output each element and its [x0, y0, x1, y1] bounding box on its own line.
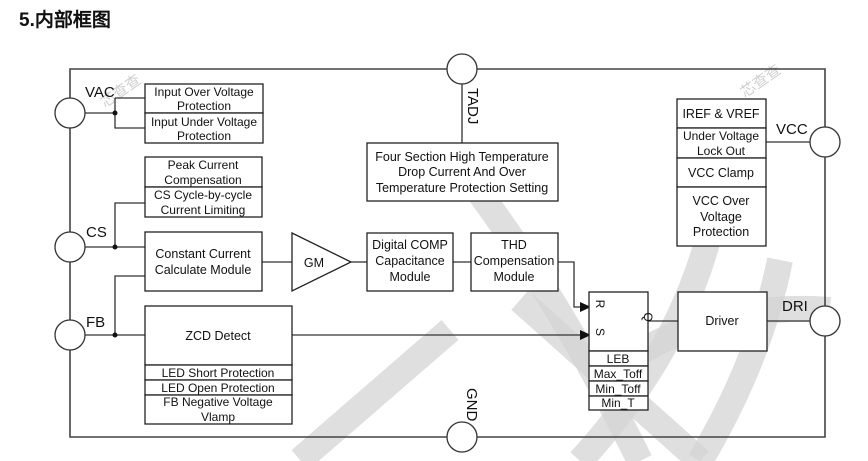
arrow-r-icon [580, 302, 591, 312]
svg-text:Under Voltage: Under Voltage [683, 129, 759, 143]
section-title: 5.内部框图 [19, 10, 111, 31]
flipflop-r-label: R [593, 300, 607, 309]
max-toff-block: Max_Toff [588, 365, 649, 382]
wires [85, 83, 812, 336]
peak-current-compensation-block: Peak Current Compensation [144, 156, 263, 188]
svg-text:Module: Module [390, 270, 431, 284]
svg-text:Protection: Protection [177, 99, 231, 113]
junction-dot [112, 110, 118, 116]
svg-text:IREF & VREF: IREF & VREF [682, 107, 759, 121]
input-ovp-block: Input Over Voltage Protection [144, 83, 264, 114]
pin-dri[interactable]: DRI [782, 298, 841, 337]
svg-text:LEB: LEB [607, 352, 630, 366]
pin-cs[interactable]: CS [54, 224, 107, 263]
svg-text:Lock Out: Lock Out [697, 144, 746, 158]
watermark-text-2: 芯查查 [737, 61, 784, 102]
svg-text:Voltage: Voltage [700, 210, 742, 224]
svg-text:CS Cycle-by-cycle: CS Cycle-by-cycle [154, 188, 252, 202]
digital-comp-block: Digital COMP Capacitance Module [366, 232, 454, 292]
svg-text:Driver: Driver [705, 314, 738, 328]
vcc-ovp-block: VCC Over Voltage Protection [676, 186, 767, 247]
svg-text:Protection: Protection [693, 225, 749, 239]
junction-dot [112, 332, 118, 338]
svg-text:Drop Current And Over: Drop Current And Over [398, 165, 526, 179]
uvlo-block: Under Voltage Lock Out [676, 127, 767, 159]
flipflop-s-label: S [593, 328, 607, 336]
rs-flipflop: R S Q [588, 291, 655, 352]
vcc-clamp-block: VCC Clamp [676, 157, 767, 188]
pin-fb[interactable]: FB [54, 314, 105, 351]
svg-text:LED Open Protection: LED Open Protection [161, 381, 274, 395]
svg-text:VCC Over: VCC Over [693, 194, 750, 208]
svg-text:THD: THD [501, 238, 527, 252]
svg-text:Current Limiting: Current Limiting [161, 203, 246, 217]
svg-text:Four Section High Temperature: Four Section High Temperature [375, 150, 549, 164]
driver-block: Driver [677, 291, 768, 352]
chip-outline [69, 68, 826, 438]
constant-current-block: Constant Current Calculate Module [144, 231, 263, 292]
svg-text:Min_T: Min_T [601, 396, 635, 410]
svg-text:Input Over Voltage: Input Over Voltage [154, 85, 254, 99]
svg-text:Temperature Protection Setting: Temperature Protection Setting [376, 181, 548, 195]
svg-text:Capacitance: Capacitance [375, 254, 445, 268]
led-open-protection-block: LED Open Protection [144, 379, 293, 396]
input-uvp-block: Input Under Voltage Protection [144, 112, 264, 144]
svg-text:Constant Current: Constant Current [155, 247, 251, 261]
svg-text:Digital COMP: Digital COMP [372, 238, 448, 252]
svg-text:VCC Clamp: VCC Clamp [688, 166, 754, 180]
iref-vref-block: IREF & VREF [676, 98, 767, 129]
svg-text:Module: Module [494, 270, 535, 284]
pin-label-vac: VAC [85, 84, 115, 101]
svg-text:Max_Toff: Max_Toff [594, 367, 643, 381]
pin-label-tadj: TADJ [464, 88, 481, 124]
arrow-s-icon [580, 330, 591, 340]
svg-text:Peak Current: Peak Current [168, 158, 239, 172]
gm-amplifier: GM [291, 231, 353, 293]
pin-label-gnd: GND [463, 388, 480, 422]
junction-dot [112, 244, 118, 250]
svg-text:Min_Toff: Min_Toff [595, 382, 641, 396]
svg-text:ZCD Detect: ZCD Detect [185, 329, 251, 343]
leb-block: LEB [588, 350, 649, 367]
min-toff-block: Min_Toff [588, 380, 649, 397]
pin-label-cs: CS [86, 224, 107, 241]
svg-text:LED Short Protection: LED Short Protection [162, 366, 275, 380]
fb-negative-voltage-block: FB Negative Voltage Vlamp [144, 394, 293, 425]
svg-text:Input Under Voltage: Input Under Voltage [151, 115, 257, 129]
svg-text:Compensation: Compensation [474, 254, 555, 268]
svg-text:GM: GM [304, 256, 324, 270]
svg-text:Compensation: Compensation [164, 173, 241, 187]
cs-cycle-limit-block: CS Cycle-by-cycle Current Limiting [144, 186, 263, 218]
led-short-protection-block: LED Short Protection [144, 364, 293, 381]
pin-vcc[interactable]: VCC [776, 121, 841, 158]
pin-tadj[interactable]: TADJ [446, 53, 481, 124]
svg-text:Vlamp: Vlamp [201, 410, 235, 424]
flipflop-q-label: Q [641, 312, 655, 321]
temperature-protection-block: Four Section High Temperature Drop Curre… [366, 142, 559, 202]
svg-text:FB Negative Voltage: FB Negative Voltage [163, 395, 273, 409]
svg-text:Calculate Module: Calculate Module [155, 263, 252, 277]
thd-compensation-block: THD Compensation Module [470, 232, 559, 292]
svg-text:Protection: Protection [177, 129, 231, 143]
pin-label-vcc: VCC [776, 121, 808, 138]
pin-vac[interactable]: VAC [54, 84, 115, 129]
pin-label-fb: FB [86, 314, 105, 331]
pin-label-dri: DRI [782, 298, 808, 315]
min-t-block: Min_T [588, 395, 649, 411]
pin-gnd[interactable]: GND [446, 388, 480, 453]
zcd-detect-block: ZCD Detect [144, 305, 293, 366]
